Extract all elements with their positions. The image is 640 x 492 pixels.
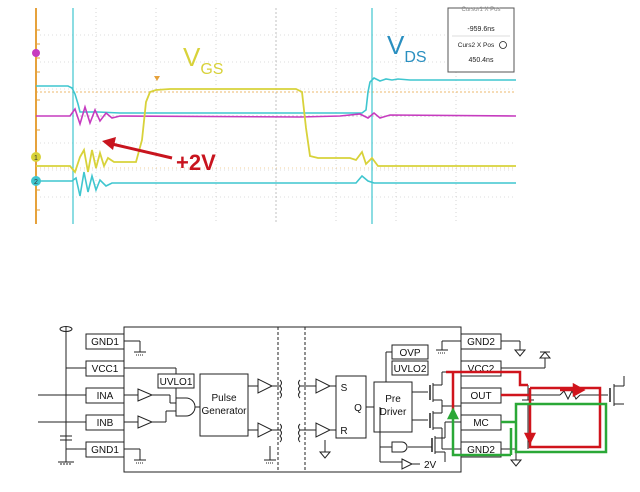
pin-ina-label: INA — [97, 391, 114, 402]
scope-axis-ticks — [36, 29, 40, 211]
pin-gnd1-top-label: GND1 — [91, 337, 119, 348]
pin-gnd2-top-label: GND2 — [467, 337, 495, 348]
left-external-wiring — [38, 367, 86, 465]
isolation-transformers — [248, 378, 332, 464]
receiver-buffer-bottom — [315, 422, 332, 438]
channel-marker-2-label: 2 — [34, 179, 38, 186]
vds-trace-lower — [36, 171, 516, 197]
cursor-readout-box: Cursor1 X Pos -959.6ns Curs2 X Pos 450.4… — [447, 7, 515, 73]
block-pre-driver — [373, 381, 413, 433]
pre-driver-label-1: Pre — [385, 394, 401, 405]
channel-marker-1: 1 — [31, 152, 41, 162]
pre-driver-label-2: Driver — [380, 407, 407, 418]
input-logic — [124, 388, 200, 429]
latch-r-label: R — [340, 426, 347, 437]
left-pin-column: GND1 VCC1 INA INB GND1 — [85, 333, 125, 458]
vds-trace-upper — [36, 77, 516, 114]
right-external-wiring — [501, 340, 625, 467]
oscilloscope-panel: 1 2 Cursor1 X Pos -959.6ns Curs2 X Pos 4… — [31, 7, 517, 226]
receiver-buffer-top — [315, 378, 332, 394]
pin-mc-label: MC — [473, 418, 489, 429]
ground-symbol-icon — [124, 340, 146, 464]
pulse-generator-label-1: Pulse — [211, 393, 236, 404]
schematic-panel: GND1 VCC1 INA INB GND1 — [38, 326, 625, 473]
pin-inb-label: INB — [97, 418, 114, 429]
annotation-plus-2v: +2V — [176, 150, 216, 175]
vgs-trace — [36, 88, 516, 174]
pin-vcc1-label: VCC1 — [92, 364, 119, 375]
pin-gnd2-bottom-label: GND2 — [467, 445, 495, 456]
pulse-generator-label-2: Generator — [201, 406, 247, 417]
right-pin-column: GND2 VCC2 OUT MC GND2 — [460, 333, 502, 458]
pin-vcc2-label: VCC2 — [468, 364, 495, 375]
channel-marker-top — [32, 49, 40, 57]
annotation-arrow — [102, 137, 173, 160]
readout-cursor2-knob-icon[interactable] — [499, 41, 507, 49]
green-current-loop — [446, 402, 608, 457]
channel-marker-2: 2 — [31, 176, 41, 186]
gate-resistor-icon — [559, 389, 581, 401]
readout-cursor1-value: -959.6ns — [467, 26, 495, 33]
and-gate-icon — [175, 397, 196, 417]
pin-gnd1-bottom-label: GND1 — [91, 445, 119, 456]
input-node-symbol — [59, 326, 73, 462]
vds-label: VDS — [387, 30, 427, 66]
readout-cursor2-label: Curs2 X Pos — [458, 42, 495, 49]
block-uvlo2 — [391, 360, 429, 376]
pin-out-label: OUT — [470, 391, 491, 402]
readout-cursor1-label: Cursor1 X Pos — [461, 7, 500, 13]
red-current-loop — [446, 370, 602, 449]
ref-voltage-label: 2V — [424, 460, 437, 471]
channel-marker-1-label: 1 — [34, 155, 38, 162]
readout-cursor2-value: 450.4ns — [469, 57, 494, 64]
trigger-marker-icon — [154, 76, 160, 81]
latch-q-label: Q — [354, 403, 362, 414]
block-ovp-label: OVP — [399, 348, 420, 359]
block-pulse-generator — [199, 373, 249, 437]
vgs-label: VGS — [183, 42, 223, 78]
magenta-trace — [36, 104, 517, 127]
latch-s-label: S — [341, 383, 348, 394]
block-uvlo1-label: UVLO1 — [160, 377, 193, 388]
block-uvlo2-label: UVLO2 — [394, 364, 427, 375]
